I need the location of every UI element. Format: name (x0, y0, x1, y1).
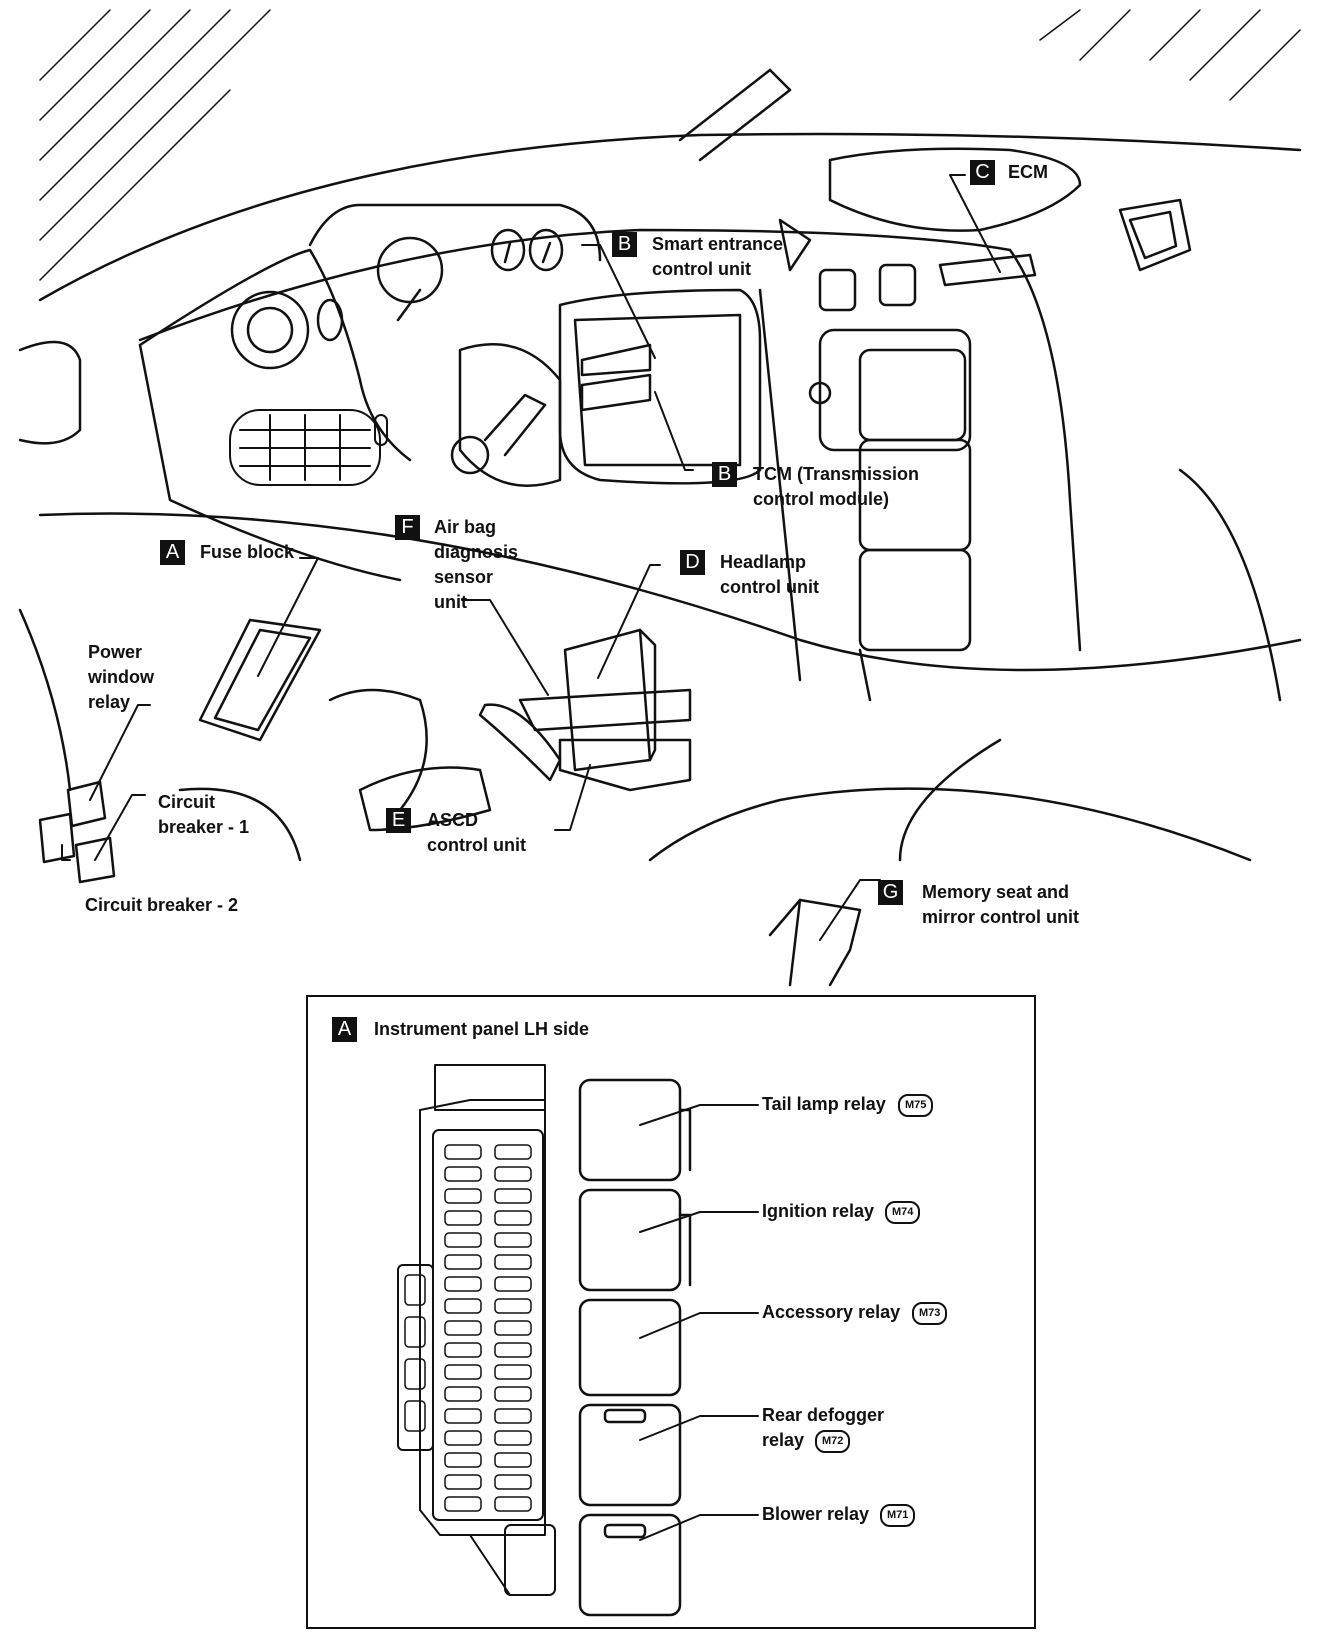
inset-fuse-block (397, 1064, 556, 1596)
fuse-slot (494, 1144, 532, 1160)
side-fuse-slot (404, 1358, 426, 1390)
fuse-slot (444, 1166, 482, 1182)
callout-letter: C (970, 160, 995, 185)
windshield-hatching (39, 9, 1301, 281)
center-console (558, 218, 1037, 702)
callout-letter: B (712, 462, 737, 487)
fuse-slot (494, 1364, 532, 1380)
side-fuse-slot (404, 1274, 426, 1306)
fuse-slot (494, 1342, 532, 1358)
relay-label: Blower relay (762, 1504, 870, 1524)
floor-modules (328, 628, 692, 832)
inset-relays (578, 1078, 692, 1617)
callout-letter: G (878, 880, 903, 905)
fuse-slot (494, 1452, 532, 1468)
fuse-slot (444, 1188, 482, 1204)
relay-label: Ignition relay (762, 1201, 875, 1221)
fuse-block-housing (198, 618, 322, 742)
relay-label: Rear defogger relay (762, 1405, 885, 1450)
leader-lines (61, 174, 1001, 941)
fuse-slot (444, 1452, 482, 1468)
callout-label: Air bag diagnosis sensor unit (434, 517, 519, 612)
fuse-slot (444, 1254, 482, 1270)
connector-badge: M72 (815, 1430, 851, 1453)
fuse-slot (494, 1210, 532, 1226)
fuse-slot (494, 1496, 532, 1512)
callout-letter: A (160, 540, 185, 565)
fuse-slot (444, 1474, 482, 1490)
fuse-slot (444, 1430, 482, 1446)
fuse-slot (444, 1408, 482, 1424)
connector-badge: M73 (912, 1302, 948, 1325)
fuse-slot (444, 1276, 482, 1292)
inset-frame (306, 995, 1036, 1629)
left-relays (18, 608, 302, 884)
fuse-slot (494, 1188, 532, 1204)
fuse-slot (444, 1298, 482, 1314)
fuse-slot (494, 1276, 532, 1292)
gauge-cluster (230, 228, 564, 370)
fuse-slot (494, 1430, 532, 1446)
fuse-slot (444, 1232, 482, 1248)
relay-label: Tail lamp relay (762, 1094, 886, 1114)
inset-letter: A (332, 1017, 357, 1042)
callout-label: ASCD control unit (427, 810, 526, 855)
side-fuse-slot (404, 1316, 426, 1348)
callout-label: Fuse block (200, 542, 295, 562)
callout-label: ECM (1008, 162, 1048, 182)
fuse-slot (494, 1232, 532, 1248)
relay-label: Accessory relay (762, 1302, 901, 1322)
fuse-slot (494, 1166, 532, 1182)
memory-seat-unit (768, 898, 862, 987)
circuit-breaker-1-label: Circuit breaker - 1 (158, 792, 250, 837)
connector-badge: M74 (885, 1201, 921, 1224)
circuit-breaker-2-label: Circuit breaker - 2 (85, 895, 239, 915)
fuse-slot (444, 1210, 482, 1226)
fuse-slot (444, 1386, 482, 1402)
callout-letter: D (680, 550, 705, 575)
fuse-slot (444, 1496, 482, 1512)
fuse-slot (494, 1386, 532, 1402)
fuse-slot (494, 1408, 532, 1424)
inset-relay-leaders (639, 1104, 759, 1541)
fuse-slot (444, 1320, 482, 1336)
connector-badge: M75 (898, 1094, 934, 1117)
inset-fuse-rows (404, 1144, 532, 1512)
fuse-slot (494, 1298, 532, 1314)
inset-title: Instrument panel LH side (374, 1019, 590, 1039)
callout-label: Smart entrance control unit (652, 234, 784, 279)
dashboard-outline (18, 132, 1302, 862)
fuse-slot (444, 1342, 482, 1358)
air-vent (229, 409, 388, 486)
callout-letter: F (395, 515, 420, 540)
callout-letter: E (386, 808, 411, 833)
callout-label: Headlamp control unit (720, 552, 819, 597)
fuse-slot (444, 1364, 482, 1380)
callout-label: TCM (Transmission control module) (753, 464, 920, 509)
connector-badge: M71 (880, 1504, 916, 1527)
callout-letter: B (612, 232, 637, 257)
fuse-slot (494, 1474, 532, 1490)
fuse-slot (494, 1320, 532, 1336)
callout-label: Memory seat and mirror control unit (922, 882, 1079, 927)
side-fuse-slot (404, 1400, 426, 1432)
power-window-relay-label: Power window relay (88, 642, 154, 712)
fuse-slot (444, 1144, 482, 1160)
steering-column (450, 68, 792, 487)
fuse-slot (494, 1254, 532, 1270)
